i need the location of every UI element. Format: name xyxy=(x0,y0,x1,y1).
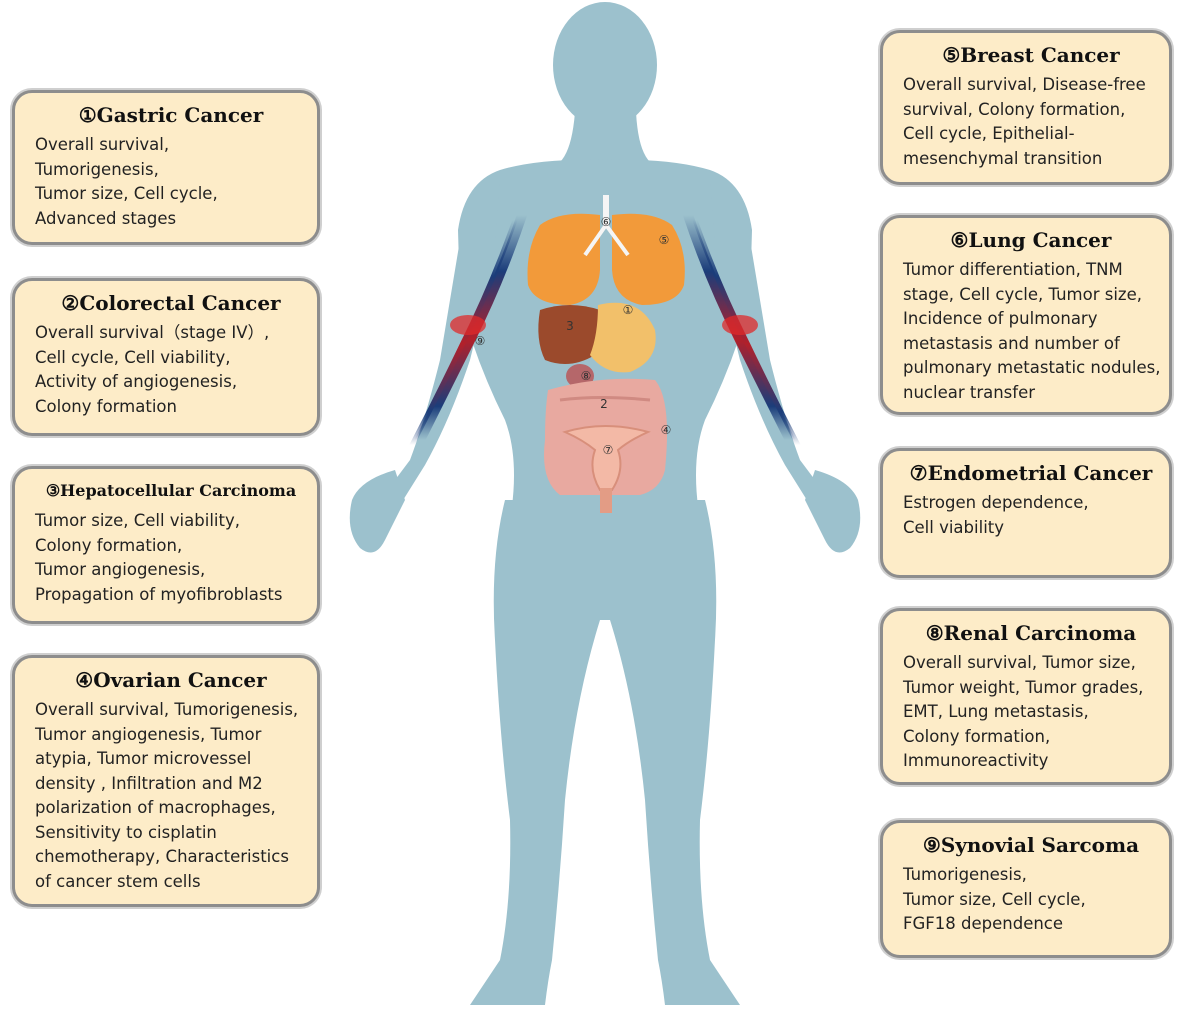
box-line: Cell cycle, Epithelial- xyxy=(903,124,1075,143)
box-title: ⑥Lung Cancer xyxy=(950,228,1112,252)
box-renal-carcinoma: ⑧Renal Carcinoma Overall survival, Tumor… xyxy=(880,608,1172,785)
marker-hepatocellular: 3 xyxy=(566,319,574,333)
box-line: Tumor angiogenesis, xyxy=(35,560,206,579)
box-hepatocellular-carcinoma: ③Hepatocellular Carcinoma Tumor size, Ce… xyxy=(12,466,320,624)
box-line: Cell viability xyxy=(903,517,1005,537)
box-line: chemotherapy, Characteristics xyxy=(35,847,289,866)
box-line: Activity of angiogenesis, xyxy=(35,372,238,391)
box-title: ①Gastric Cancer xyxy=(78,103,264,127)
box-breast-cancer: ⑤Breast Cancer Overall survival, Disease… xyxy=(880,30,1172,185)
box-line: of cancer stem cells xyxy=(35,871,201,891)
box-line: survival, Colony formation, xyxy=(903,99,1126,119)
box-line: atypia, Tumor microvessel xyxy=(35,749,252,768)
box-line: Colony formation, xyxy=(903,726,1051,746)
box-line: FGF18 dependence xyxy=(903,914,1064,933)
box-line: polarization of macrophages, xyxy=(35,798,276,817)
box-line: Tumorigenesis, xyxy=(903,865,1027,884)
box-gastric-cancer: ①Gastric Cancer Overall survival, Tumori… xyxy=(12,90,320,245)
box-line: Tumor size, Cell viability, xyxy=(35,511,240,530)
box-title: ⑤Breast Cancer xyxy=(942,43,1120,67)
box-line: density , Infiltration and M2 xyxy=(35,773,263,793)
marker-gastric: ① xyxy=(623,303,634,317)
uterus xyxy=(562,425,651,513)
organ-markers: ⑥ ⑤ ① 3 ⑧ 2 ④ ⑦ ⑨ xyxy=(475,215,672,457)
marker-renal: ⑧ xyxy=(581,369,592,383)
box-line: Estrogen dependence, xyxy=(903,493,1089,512)
box-line: EMT, Lung metastasis, xyxy=(903,702,1089,721)
box-line: Advanced stages xyxy=(35,208,177,228)
box-line: stage, Cell cycle, Tumor size, xyxy=(903,284,1142,304)
box-line: Overall survival, Disease-free xyxy=(903,75,1146,94)
box-line: Tumor weight, Tumor grades, xyxy=(903,677,1144,697)
box-title: ⑧Renal Carcinoma xyxy=(925,621,1137,645)
box-title: ②Colorectal Cancer xyxy=(61,291,281,315)
box-line: Immunoreactivity xyxy=(903,751,1049,770)
box-lung-cancer: ⑥Lung Cancer Tumor differentiation, TNM … xyxy=(880,215,1172,415)
marker-ovarian: ④ xyxy=(661,423,672,437)
marker-synovial: ⑨ xyxy=(475,334,486,348)
box-ovarian-cancer: ④Ovarian Cancer Overall survival, Tumori… xyxy=(12,655,320,907)
box-line: Propagation of myofibroblasts xyxy=(35,584,283,604)
box-line: Tumor angiogenesis, Tumor xyxy=(35,724,262,744)
box-line: Overall survival, Tumor size, xyxy=(903,653,1136,672)
box-colorectal-cancer: ②Colorectal Cancer Overall survival（stag… xyxy=(12,278,320,436)
marker-endometrial: ⑦ xyxy=(603,443,614,457)
box-synovial-sarcoma: ⑨Synovial Sarcoma Tumorigenesis, Tumor s… xyxy=(880,820,1172,958)
box-title: ③Hepatocellular Carcinoma xyxy=(45,481,297,500)
box-line: metastasis and number of xyxy=(903,333,1120,353)
box-line: Tumor size, Cell cycle, xyxy=(903,889,1086,909)
marker-breast: ⑤ xyxy=(659,233,670,247)
arm-vessels xyxy=(409,210,801,448)
stomach xyxy=(590,302,656,373)
box-line: Colony formation xyxy=(35,396,177,416)
marker-lung: ⑥ xyxy=(601,215,612,229)
box-line: Overall survival（stage IV）, xyxy=(35,323,270,342)
marker-colorectal: 2 xyxy=(600,397,608,411)
box-endometrial-cancer: ⑦Endometrial Cancer Estrogen dependence,… xyxy=(880,448,1172,578)
box-line: Sensitivity to cisplatin xyxy=(35,822,217,842)
liver xyxy=(538,305,607,364)
box-line: pulmonary metastatic nodules, xyxy=(903,358,1161,377)
box-line: Colony formation, xyxy=(35,535,183,555)
box-line: Cell cycle, Cell viability, xyxy=(35,347,231,367)
box-line: Tumor differentiation, TNM xyxy=(903,260,1123,279)
box-title: ④Ovarian Cancer xyxy=(75,668,267,692)
box-line: Overall survival, xyxy=(35,135,170,154)
box-line: Tumor size, Cell cycle, xyxy=(35,184,218,203)
box-title: ⑦Endometrial Cancer xyxy=(909,461,1153,485)
lungs xyxy=(527,195,685,305)
box-line: nuclear transfer xyxy=(903,382,1036,402)
box-line: Incidence of pulmonary xyxy=(903,309,1098,328)
box-line: Overall survival, Tumorigenesis, xyxy=(35,700,299,719)
box-title: ⑨Synovial Sarcoma xyxy=(922,833,1140,857)
box-line: Tumorigenesis, xyxy=(35,159,159,179)
box-line: mesenchymal transition xyxy=(903,148,1103,168)
